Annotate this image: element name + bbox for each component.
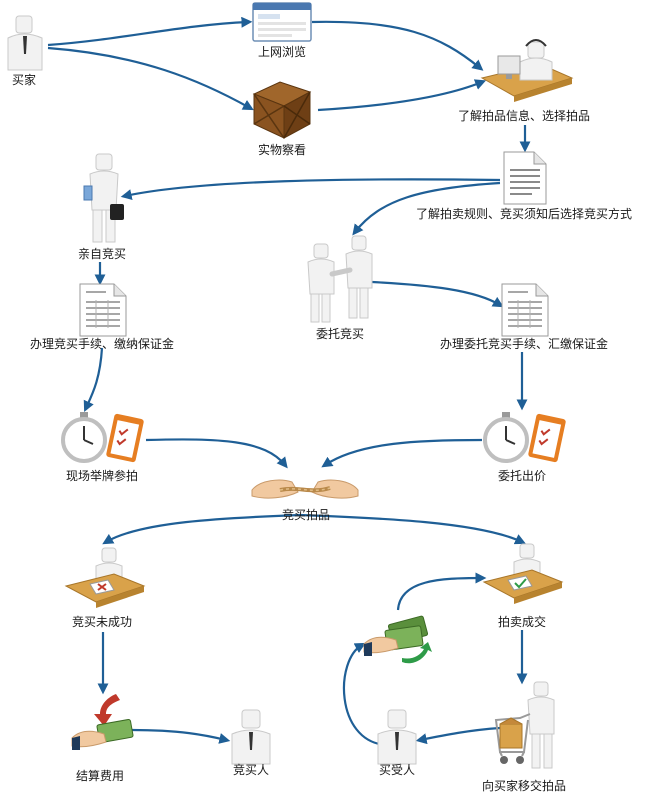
tug-of-war-icon [251,479,359,499]
inspect-item-label: 实物察看 [257,143,307,157]
proxy-register-deposit-label: 办理委托竞买手续、汇缴保证金 [439,337,609,351]
arrow-proxy-bid-to-bidding [321,438,483,468]
arrow-inspect-to-learn-info [317,79,487,112]
winning-buyer-label: 买受人 [378,763,416,777]
arrow-bidding-to-deal [299,513,526,545]
person-icon [377,709,417,765]
stopwatch-clipboard-icon [483,412,566,463]
live-paddle-bid-label: 现场举牌参拍 [65,469,139,483]
cash-payment-icon [363,615,432,664]
form-document-icon [501,283,549,337]
arrow-register-to-live-bid [83,347,104,412]
learn-info-label: 了解拍品信息、选择拍品 [457,109,591,123]
arrow-payment-to-deal [396,572,487,611]
arrow-rules-to-in-person [120,178,501,201]
browser-window-icon [252,2,312,42]
bid-by-proxy-label: 委托竞买 [315,327,365,341]
arrow-proxy-to-proxy-register [371,280,504,308]
arrow-browse-to-learn-info [311,20,484,71]
buyer-label: 买家 [11,73,37,87]
bid-in-person-label: 亲自竞买 [77,247,127,261]
bidding-label: 竞买拍品 [281,508,331,522]
cash-refund-icon [71,694,134,750]
person-cart-icon [494,681,555,769]
person-briefcase-icon [83,153,124,243]
operator-desk-icon [480,39,574,102]
stopwatch-clipboard-icon [61,412,144,463]
arrow-deliver-to-winner [415,726,501,745]
handshake-people-icon [307,235,373,323]
wooden-crate-icon [252,81,312,139]
arrow-live-bid-to-bidding [145,438,288,469]
document-icon [503,151,547,205]
arrow-bidding-to-failed [102,513,301,545]
auction-deal-label: 拍卖成交 [497,615,547,629]
settle-fees-label: 结算费用 [75,769,125,783]
arrow-winner-to-payment [343,642,386,747]
desk-approved-icon [482,543,564,604]
bid-failed-label: 竞买未成功 [71,615,133,629]
arrow-buyer-to-inspect [47,46,254,111]
bidder-label: 竞买人 [232,763,270,777]
register-deposit-label: 办理竞买手续、缴纳保证金 [29,337,175,351]
proxy-bid-label: 委托出价 [497,469,547,483]
arrow-buyer-to-browse [47,16,253,47]
desk-rejected-icon [64,547,146,608]
person-icon [7,15,43,71]
person-icon [231,709,271,765]
browse-online-label: 上网浏览 [257,45,307,59]
deliver-item-label: 向买家移交拍品 [481,779,567,793]
arrow-settle-to-bidder [131,728,231,744]
learn-rules-label: 了解拍卖规则、竞买须知后选择竞买方式 [415,207,633,221]
arrow-rules-to-proxy [352,181,501,236]
form-document-icon [79,283,127,337]
